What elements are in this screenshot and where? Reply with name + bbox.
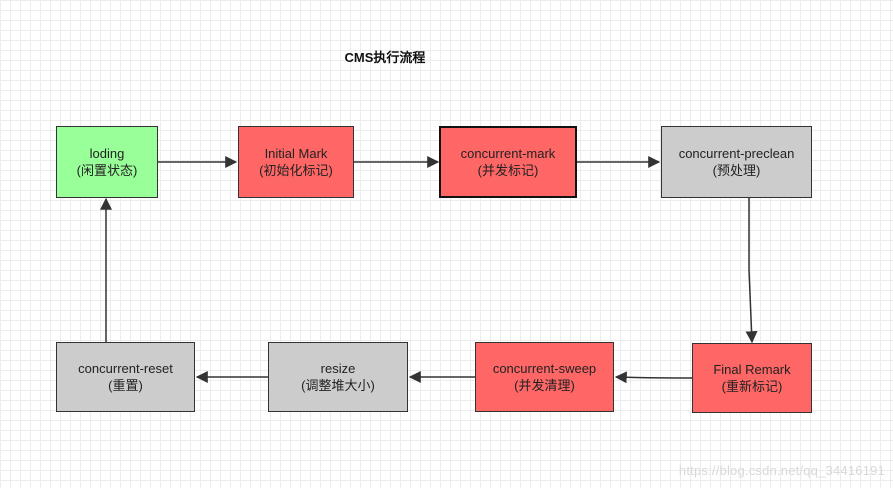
node-sublabel: (初始化标记) [259,163,333,178]
node-label: loding [89,146,125,161]
node-concurrent-mark: concurrent-mark (并发标记) [439,126,577,198]
diagram-title: CMS执行流程 [344,50,426,65]
node-sublabel: (预处理) [712,163,761,178]
edge-preclean-to-final-remark [745,198,758,344]
node-label: concurrent-reset [78,361,173,376]
node-sublabel: (并发清理) [514,378,575,393]
node-label: concurrent-mark [460,146,556,161]
node-resize: resize (调整堆大小) [268,342,408,412]
node-sublabel: (调整堆大小) [301,378,375,393]
node-sublabel: (重置) [108,378,143,393]
node-concurrent-reset: concurrent-reset (重置) [56,342,195,412]
node-concurrent-sweep: concurrent-sweep (并发清理) [475,342,614,412]
edge-final-remark-to-sweep [614,371,693,384]
node-sublabel: (并发标记) [477,163,539,178]
node-label: Final Remark [713,362,791,377]
node-initial-mark: Initial Mark (初始化标记) [238,126,354,198]
node-label: resize [320,361,356,376]
node-sublabel: (重新标记) [721,379,783,394]
node-label: concurrent-preclean [678,146,795,161]
node-concurrent-preclean: concurrent-preclean (预处理) [661,126,812,198]
watermark-url: https://blog.csdn.net/qq_34416191 [678,463,885,478]
node-label: Initial Mark [264,146,328,161]
node-sublabel: (闲置状态) [76,163,138,178]
node-loding: loding (闲置状态) [56,126,158,198]
node-final-remark: Final Remark (重新标记) [692,343,812,413]
node-label: concurrent-sweep [492,361,597,376]
